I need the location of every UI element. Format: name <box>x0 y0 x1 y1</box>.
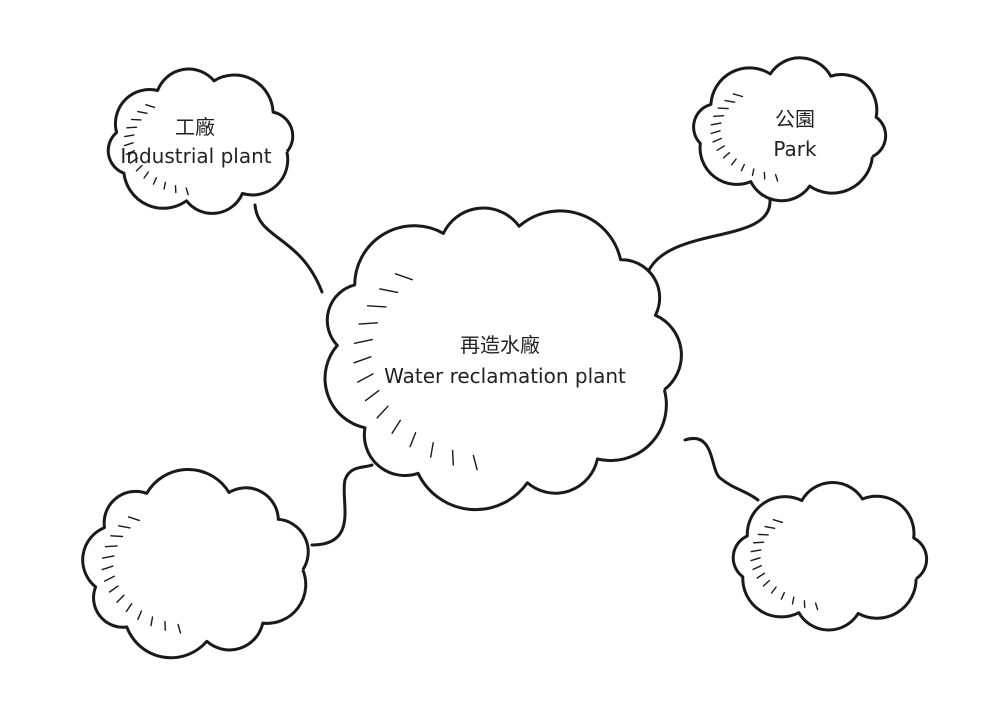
hatch-stroke <box>152 176 158 185</box>
hatch-stroke <box>376 405 389 419</box>
hatch-stroke <box>722 151 731 159</box>
hatch-stroke <box>108 585 119 593</box>
hatch-stroke <box>353 338 373 344</box>
hatch-stroke <box>791 596 795 605</box>
clouds <box>81 56 929 660</box>
hatch-stroke <box>125 603 133 613</box>
hatch-stroke <box>751 168 755 177</box>
park-label-zh: 公園 <box>775 107 815 131</box>
cloud-bottom-left <box>81 467 310 660</box>
connectors <box>253 198 772 547</box>
hatch-stroke <box>357 373 374 383</box>
hatch-stroke <box>750 549 762 553</box>
hatch-stroke <box>772 519 784 524</box>
hatch-stroke <box>472 454 478 471</box>
hatch-stroke <box>163 181 167 190</box>
hatch-stroke <box>129 157 139 164</box>
connector-industrial <box>253 203 324 294</box>
hatch-stroke <box>757 533 769 536</box>
hatch-stroke <box>110 535 124 538</box>
hatch-stroke <box>717 107 729 110</box>
hatch-stroke <box>130 118 142 121</box>
hatch-stroke <box>391 419 402 434</box>
hatch-stroke <box>710 130 721 135</box>
cloud-park <box>692 56 888 203</box>
hatch-stroke <box>125 149 136 156</box>
hatch-stroke <box>101 565 114 571</box>
cloud-industrial-plant <box>106 67 295 215</box>
connector-bottom-right <box>683 436 760 502</box>
hatch-stroke <box>724 99 736 103</box>
hatch-stroke <box>762 579 771 587</box>
hatch-stroke <box>123 134 135 138</box>
hatch-stroke <box>752 565 762 571</box>
hatch-stroke <box>366 305 387 308</box>
hatch-stroke <box>409 432 417 448</box>
hatch-stroke <box>740 163 745 172</box>
hatch-stroke <box>451 449 454 466</box>
hatch-stroke <box>177 623 182 634</box>
hatch-stroke <box>753 541 765 544</box>
hatch-stroke <box>394 273 413 281</box>
hatch-stroke <box>103 575 116 582</box>
cloud-industrial-plant-outline <box>106 67 295 215</box>
hatch-stroke <box>104 545 118 548</box>
hatch-stroke <box>732 93 744 98</box>
hatch-stroke <box>764 525 776 529</box>
cloud-park-outline <box>692 56 888 203</box>
hatch-stroke <box>137 610 143 620</box>
hatch-stroke <box>123 142 134 147</box>
industrial-label-zh: 工廠 <box>175 115 215 139</box>
cloud-bottom-right-outline <box>731 481 929 632</box>
industrial-label-en: Industrial plant <box>120 144 271 168</box>
cloud-bottom-left-outline <box>81 467 310 660</box>
hatch-stroke <box>713 114 725 118</box>
hatch-stroke <box>101 555 115 559</box>
hatch-stroke <box>814 602 819 611</box>
center-label-en: Water reclamation plant <box>384 364 626 388</box>
hatch-stroke <box>770 586 777 594</box>
hatch-stroke <box>117 525 131 529</box>
connector-park <box>646 198 772 274</box>
hatch-stroke <box>780 592 785 600</box>
hatch-stroke <box>143 171 150 179</box>
hatch-stroke <box>750 557 761 562</box>
hatch-stroke <box>150 616 154 627</box>
hatch-stroke <box>116 594 125 603</box>
hatch-stroke <box>379 288 399 294</box>
hatch-stroke <box>137 110 148 115</box>
hatch-stroke <box>710 122 722 126</box>
park-label-en: Park <box>773 137 817 161</box>
cloud-bottom-right <box>731 481 929 632</box>
hatch-stroke <box>358 322 378 325</box>
hatch-stroke <box>135 164 143 172</box>
hatch-stroke <box>430 442 434 458</box>
hatch-stroke <box>712 137 722 143</box>
hatch-stroke <box>185 187 189 196</box>
hatch-stroke <box>730 158 737 166</box>
hatch-stroke <box>756 572 766 579</box>
hatch-stroke <box>145 103 156 109</box>
center-label-zh: 再造水廠 <box>460 333 540 357</box>
hatch-stroke <box>127 516 141 522</box>
labels: 再造水廠 Water reclamation plant 工廠 Industri… <box>120 107 817 388</box>
hatch-stroke <box>716 145 726 152</box>
hatch-stroke <box>353 356 372 364</box>
hatch-stroke <box>126 126 138 129</box>
cloud-center-water-reclamation-outline <box>323 206 683 512</box>
hatch-stroke <box>364 389 380 402</box>
cloud-center-water-reclamation <box>323 206 683 512</box>
hatch-stroke <box>774 173 779 182</box>
connector-bottom-left <box>310 463 374 547</box>
